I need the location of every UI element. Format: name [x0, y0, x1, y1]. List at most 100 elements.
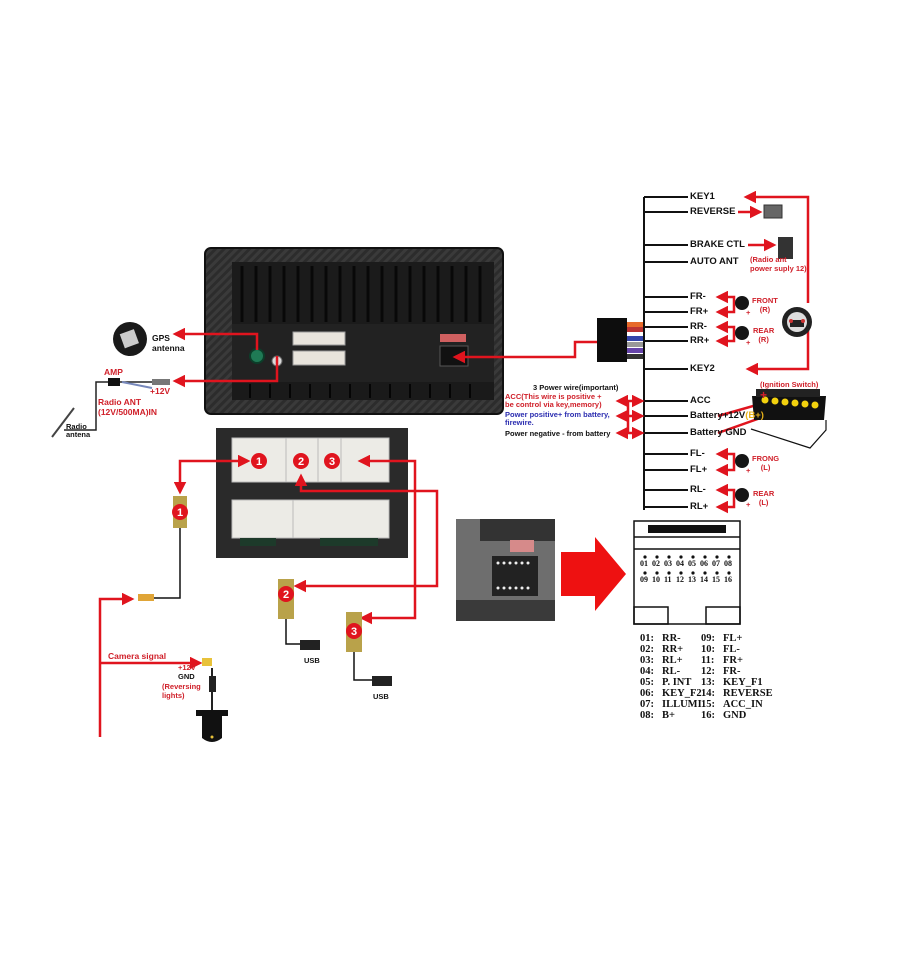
front-r-line1: FRONT [752, 296, 778, 305]
camera-icon [196, 658, 228, 742]
port-marker-3: 3 [346, 623, 362, 639]
pin-legend-row: 08:B+ [640, 710, 726, 721]
pin-dot [727, 555, 731, 559]
battery-plus-sign: + [760, 388, 768, 402]
pin-number: 05: [640, 677, 654, 688]
pin-number: 16: [701, 710, 715, 721]
pin-grid-number: 16 [724, 575, 732, 584]
radio-ant-line2: (12V/500MA)IN [98, 407, 158, 417]
wire-label-fr-minus: FR- [690, 291, 706, 302]
pin-legend-row: 01:RR- [640, 633, 726, 644]
usb-label-3: USB [373, 692, 389, 701]
wire-label-battery-gnd: Battery GND [690, 427, 747, 438]
big-arrow-icon [561, 537, 626, 611]
pin-legend-row: 07:ILLUMI [640, 699, 726, 710]
wire-label-auto-ant: AUTO ANT [690, 256, 739, 267]
positive-note-line1: Power positive+ from battery, [505, 410, 610, 419]
heatsink-fins [240, 266, 482, 322]
battery-plus-text: Battery+12V [690, 410, 746, 421]
wire-label-fr-plus: FR+ [690, 306, 709, 317]
port-marker-1: 1 [172, 504, 188, 520]
pin-function: KEY_F1 [723, 677, 763, 688]
auto-ant-note-line1: (Radio ant [750, 255, 787, 264]
pin-number: 10: [701, 644, 715, 655]
pin-dot [679, 571, 683, 575]
pin-legend-row: 04:RL- [640, 666, 726, 677]
wire-label-rl-plus: RL+ [690, 501, 709, 512]
pin-number: 04: [640, 666, 654, 677]
radio-antena-line1: Radio [66, 422, 87, 431]
pin-dot [715, 571, 719, 575]
camera-plus12v: +12V [178, 663, 196, 672]
pin-diagram [633, 520, 741, 625]
wire-label-acc: ACC [690, 395, 711, 406]
reverse-light-icon [763, 204, 783, 219]
auto-ant-note: (Radio ant power suply 12) [750, 255, 807, 273]
port-marker-number: 1 [256, 456, 262, 468]
rear-r-line2: (R) [758, 335, 769, 344]
pin-function: RR- [662, 633, 681, 644]
wire-label-brake-ctl: BRAKE CTL [690, 239, 745, 250]
pin-grid-number: 04 [676, 559, 684, 568]
brake-icon [778, 237, 793, 259]
rear-r-line1: REAR [753, 326, 775, 335]
wire-label-rr-minus: RR- [690, 321, 707, 332]
pin-dot [667, 571, 671, 575]
gps-port [249, 348, 265, 364]
pin-number: 02: [640, 644, 654, 655]
pin-dot [715, 555, 719, 559]
wire-label-rr-plus: RR+ [690, 335, 710, 346]
radio-antenna-cable [51, 378, 170, 438]
speaker-label-front-r: FRONT(R) [752, 296, 778, 314]
pin-function: ACC_IN [723, 699, 763, 710]
pin-legend-row: 15:ACC_IN [701, 699, 787, 710]
auto-ant-note-line2: power suply 12) [750, 264, 807, 273]
pin-number: 11: [701, 655, 715, 666]
reversing-line2: lights) [162, 691, 185, 700]
pin-grid-number: 14 [700, 575, 708, 584]
positive-note-line2: firewire. [505, 418, 534, 427]
pin-dot [679, 555, 683, 559]
battery-plus-note: (B+) [745, 410, 764, 421]
pin-function: B+ [662, 710, 675, 721]
usb-plug-3 [372, 676, 392, 686]
power-notes-acc: ACC(This wire is positive +be control vi… [505, 393, 602, 409]
pin-function: FR- [723, 666, 741, 677]
wire-label-reverse: REVERSE [690, 206, 736, 217]
pin-grid-number: 10 [652, 575, 660, 584]
speaker-label-rear-l: REAR(L) [753, 489, 774, 507]
speaker-plus-fl: + [746, 466, 751, 475]
pin-grid-number: 01 [640, 559, 648, 568]
harness-trunk [643, 196, 688, 510]
gps-line2: antenna [152, 343, 185, 353]
acc-note-line2: be control via key,memory) [505, 400, 602, 409]
pin-legend-row: 05:P. INT [640, 677, 726, 688]
speaker-plus-rl: + [746, 500, 751, 509]
pin-legend-row: 16:GND [701, 710, 787, 721]
camera-signal-label: Camera signal [108, 651, 167, 661]
pin-legend-row: 12:FR- [701, 666, 787, 677]
pin-function: ILLUMI [662, 699, 702, 710]
pin-dot [727, 571, 731, 575]
camera-gnd: GND [178, 672, 195, 681]
amp-label: AMP [104, 367, 123, 377]
pin-number: 13: [701, 677, 715, 688]
port-marker-number: 3 [329, 456, 335, 468]
port-marker-1: 1 [251, 453, 267, 469]
pin-grid-number: 15 [712, 575, 720, 584]
radio-ant-label: Radio ANT(12V/500MA)IN [98, 397, 157, 417]
pin-dot [643, 555, 647, 559]
usb-label-2: USB [304, 656, 320, 665]
pin-legend-row: 11:FR+ [701, 655, 787, 666]
speaker-label-rear-r: REAR(R) [753, 326, 774, 344]
wire-label-fl-minus: FL- [690, 448, 705, 459]
pin-function: RL+ [662, 655, 683, 666]
pin-grid-number: 02 [652, 559, 660, 568]
port-marker-number: 3 [351, 626, 357, 638]
radio-ant-line1: Radio ANT [98, 397, 142, 407]
speaker-plus-fr: + [746, 308, 751, 317]
pin-photo [456, 519, 555, 621]
